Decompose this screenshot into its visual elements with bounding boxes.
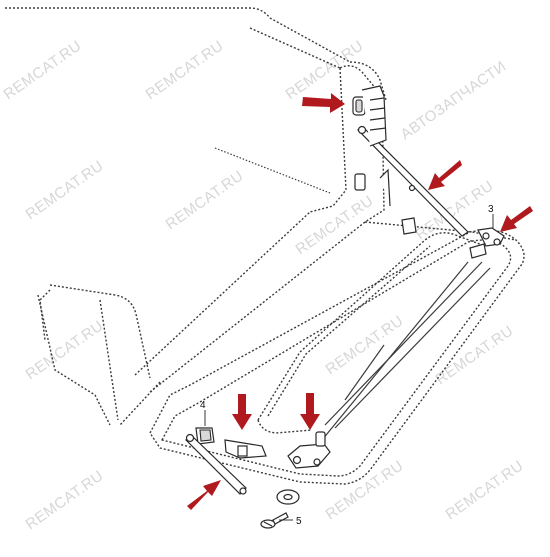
callout-5-label: 5: [296, 516, 302, 527]
watermark: REMCAT.RU: [293, 192, 377, 258]
arrow-icon: [187, 480, 221, 510]
watermark: REMCAT.RU: [23, 317, 107, 383]
callout-4: 4: [200, 400, 206, 426]
watermark-layer: REMCAT.RU REMCAT.RU REMCAT.RU REMCAT.RU …: [1, 37, 527, 533]
tailgate-panel: [149, 229, 525, 485]
watermark: REMCAT.RU: [433, 322, 517, 388]
watermark: REMCAT.RU: [163, 167, 247, 233]
arrow-icon: [232, 394, 252, 430]
washer: [276, 489, 300, 505]
arrow-icon: [300, 393, 320, 430]
arrow-icon: [500, 206, 533, 232]
handle-bracket: [224, 439, 267, 459]
watermark: REMCAT.RU: [283, 37, 367, 103]
watermark: REMCAT.RU: [323, 457, 407, 523]
clip-part-4: [195, 427, 215, 445]
callout-3-label: 3: [488, 204, 494, 215]
watermark: REMCAT.RU: [23, 467, 107, 533]
arrow-icon: [302, 93, 345, 113]
indicator-arrows: [187, 93, 533, 510]
watermark: REMCAT.RU: [323, 312, 407, 378]
callout-5: 5: [279, 516, 302, 527]
lower-support-strap: [185, 433, 247, 495]
center-latch: [287, 431, 331, 469]
right-latch-assembly: [469, 227, 505, 259]
callout-3: 3: [488, 204, 494, 228]
release-rod: [321, 261, 469, 441]
watermark: REMCAT.RU: [23, 157, 107, 223]
callout-4-label: 4: [200, 400, 206, 411]
watermark: REMCAT.RU: [143, 37, 227, 103]
upper-support-strap: [356, 125, 469, 237]
watermark: АВТОЗАПЧАСТИ: [398, 58, 510, 144]
screw-part-5: [260, 512, 289, 529]
bed-bumper: [401, 217, 417, 235]
watermark: REMCAT.RU: [443, 457, 527, 523]
arrow-icon: [428, 160, 462, 190]
watermark: REMCAT.RU: [1, 37, 85, 103]
pillar-striker-bracket: [352, 85, 391, 207]
